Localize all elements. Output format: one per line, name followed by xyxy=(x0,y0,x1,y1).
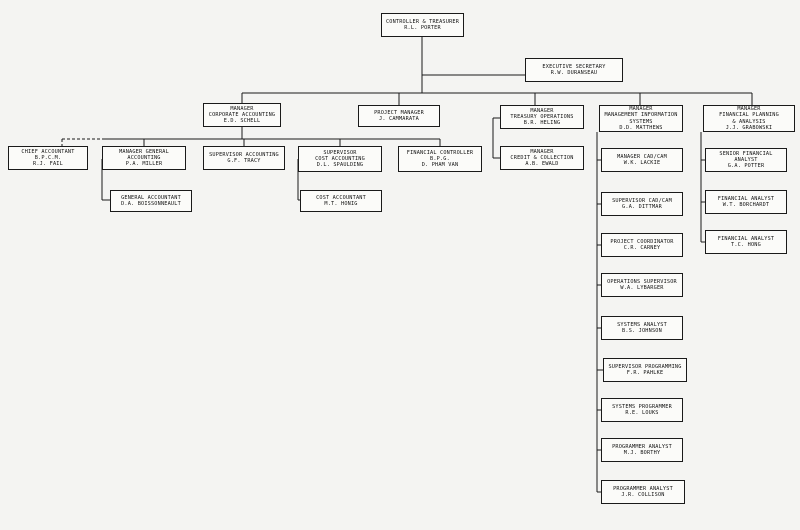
node-sr-fin-analyst: SENIOR FINANCIAL ANALYST G.A. POTTER xyxy=(705,148,787,172)
node-line: C.R. CARNEY xyxy=(623,245,661,251)
node-line: EXECUTIVE SECRETARY xyxy=(542,63,606,70)
node-line: ACCOUNTING xyxy=(127,154,161,161)
node-line: SUPERVISOR xyxy=(323,149,357,156)
node-line: SUPERVISOR PROGRAMMING xyxy=(608,363,682,370)
node-proj-coord: PROJECT COORDINATOR C.R. CARNEY xyxy=(601,233,683,257)
node-mgr-mis: MANAGER MANAGEMENT INFORMATION SYSTEMS D… xyxy=(599,105,683,132)
node-line: J.J. GRABOWSKI xyxy=(725,124,773,131)
node-line: T.C. HONG xyxy=(731,242,761,248)
node-mgr-credit: MANAGER CREDIT & COLLECTION A.B. EWALD xyxy=(500,146,584,170)
node-line: FINANCIAL ANALYST xyxy=(717,195,775,202)
node-line: F.R. PAHLKE xyxy=(626,370,664,376)
node-line: R.J. FAIL xyxy=(33,161,63,168)
node-line: SUPERVISOR ACCOUNTING xyxy=(209,151,279,158)
node-sup-cost: SUPERVISOR COST ACCOUNTING D.L. SPAULDIN… xyxy=(298,146,382,172)
node-line: PROGRAMMER ANALYST xyxy=(613,485,673,492)
node-sys-prog: SYSTEMS PROGRAMMER R.E. LOUKS xyxy=(601,398,683,422)
node-ops-sup: OPERATIONS SUPERVISOR W.A. LYBARGER xyxy=(601,273,683,297)
node-line: PROGRAMMER ANALYST xyxy=(612,443,672,450)
node-fin-analyst-1: FINANCIAL ANALYST W.T. BORCHARDT xyxy=(705,190,787,214)
node-line: FINANCIAL ANALYST xyxy=(717,235,775,242)
node-line: OPERATIONS SUPERVISOR xyxy=(607,278,677,285)
node-line: SENIOR FINANCIAL xyxy=(719,150,773,157)
node-line: MANAGEMENT INFORMATION xyxy=(604,112,678,119)
node-gen-acct: GENERAL ACCOUNTANT D.A. BOISSONNEAULT xyxy=(110,190,192,212)
node-line: B.R. HELING xyxy=(523,120,561,127)
node-mgr-gen-acct: MANAGER GENERAL ACCOUNTING P.A. MILLER xyxy=(102,146,186,170)
node-line: PROJECT MANAGER xyxy=(374,109,424,116)
node-line: M.J. BORTHY xyxy=(623,450,661,456)
node-mgr-treasury: MANAGER TREASURY OPERATIONS B.R. HELING xyxy=(500,105,584,129)
node-line: SYSTEMS ANALYST xyxy=(617,321,667,328)
node-line: SYSTEMS PROGRAMMER xyxy=(612,403,672,410)
node-mgr-cadcam: MANAGER CAD/CAM W.K. LACKIE xyxy=(601,148,683,172)
node-line: GENERAL ACCOUNTANT xyxy=(121,194,181,201)
node-sup-cadcam: SUPERVISOR CAD/CAM G.A. DITTMAR xyxy=(601,192,683,216)
node-prog-analyst-1: PROGRAMMER ANALYST M.J. BORTHY xyxy=(601,438,683,462)
node-line: G.F. TRACY xyxy=(227,158,261,164)
node-line: D. PHAM VAN xyxy=(421,162,459,169)
node-line: MANAGER GENERAL xyxy=(119,148,169,155)
node-line: COST ACCOUNTANT xyxy=(316,194,366,201)
node-line: W.K. LACKIE xyxy=(623,160,661,166)
node-line: E.D. SCHELL xyxy=(223,118,261,125)
node-line: P.A. MILLER xyxy=(125,161,163,168)
node-exec-sec: EXECUTIVE SECRETARY R.W. DURANSEAU xyxy=(525,58,623,82)
node-proj-mgr: PROJECT MANAGER J. CAMMARATA xyxy=(358,105,440,127)
node-cost-acct: COST ACCOUNTANT M.T. HONIG xyxy=(300,190,382,212)
node-line: FINANCIAL PLANNING xyxy=(719,112,779,119)
node-line: A.B. EWALD xyxy=(525,161,559,168)
node-line: FINANCIAL CONTROLLER xyxy=(406,149,474,156)
node-line: MANAGER xyxy=(737,106,761,113)
node-line: B.S. JOHNSON xyxy=(622,328,662,334)
node-mgr-fin-plan: MANAGER FINANCIAL PLANNING & ANALYSIS J.… xyxy=(703,105,795,132)
node-line: R.W. DURANSEAU xyxy=(550,70,598,76)
node-line: M.T. HONIG xyxy=(324,201,358,207)
node-line: J. CAMMARATA xyxy=(379,116,419,122)
node-line: TREASURY OPERATIONS xyxy=(510,113,574,120)
node-line: CONTROLLER & TREASURER xyxy=(385,18,460,25)
node-line: PROJECT COORDINATOR xyxy=(610,238,674,245)
node-sup-prog: SUPERVISOR PROGRAMMING F.R. PAHLKE xyxy=(603,358,687,382)
node-line: MANAGER xyxy=(230,105,254,112)
node-line: MANAGER CAD/CAM xyxy=(617,153,667,160)
node-line: B.P.C.M. xyxy=(34,154,62,161)
node-line: D.L. SPAULDING xyxy=(316,162,364,169)
node-controller: CONTROLLER & TREASURER R.L. PORTER xyxy=(381,13,464,37)
node-line: COST ACCOUNTING xyxy=(315,155,365,162)
node-line: & ANALYSIS xyxy=(732,118,766,125)
node-sup-acct: SUPERVISOR ACCOUNTING G.F. TRACY xyxy=(203,146,285,170)
node-line: SUPERVISOR CAD/CAM xyxy=(612,197,672,204)
node-fin-analyst-2: FINANCIAL ANALYST T.C. HONG xyxy=(705,230,787,254)
node-line: CORPORATE ACCOUNTING xyxy=(208,111,276,118)
node-prog-analyst-2: PROGRAMMER ANALYST J.R. COLLISON xyxy=(601,480,685,504)
node-line: D.A. BOISSONNEAULT xyxy=(121,201,181,207)
node-line: MANAGER xyxy=(530,107,554,114)
node-line: W.A. LYBARGER xyxy=(620,285,664,291)
node-line: CREDIT & COLLECTION xyxy=(510,154,574,161)
node-line: R.L. PORTER xyxy=(404,25,441,31)
node-fin-ctrl: FINANCIAL CONTROLLER B.P.G. D. PHAM VAN xyxy=(398,146,482,172)
node-line: CHIEF ACCOUNTANT xyxy=(21,148,75,155)
node-line: J.R. COLLISON xyxy=(621,492,665,498)
node-line: G.A. DITTMAR xyxy=(622,204,662,210)
node-line: SYSTEMS xyxy=(629,118,653,125)
node-line: G.A. POTTER xyxy=(727,163,765,170)
node-line: R.E. LOUKS xyxy=(625,410,659,416)
node-line: MANAGER xyxy=(530,148,554,155)
node-mgr-corp-acct: MANAGER CORPORATE ACCOUNTING E.D. SCHELL xyxy=(203,103,281,127)
node-line: D.D. MATTHEWS xyxy=(619,124,663,131)
node-sys-analyst: SYSTEMS ANALYST B.S. JOHNSON xyxy=(601,316,683,340)
node-line: ANALYST xyxy=(734,156,758,163)
node-line: MANAGER xyxy=(629,106,653,113)
node-line: B.P.G. xyxy=(430,155,450,162)
node-line: W.T. BORCHARDT xyxy=(722,202,770,208)
node-chief-acct: CHIEF ACCOUNTANT B.P.C.M. R.J. FAIL xyxy=(8,146,88,170)
